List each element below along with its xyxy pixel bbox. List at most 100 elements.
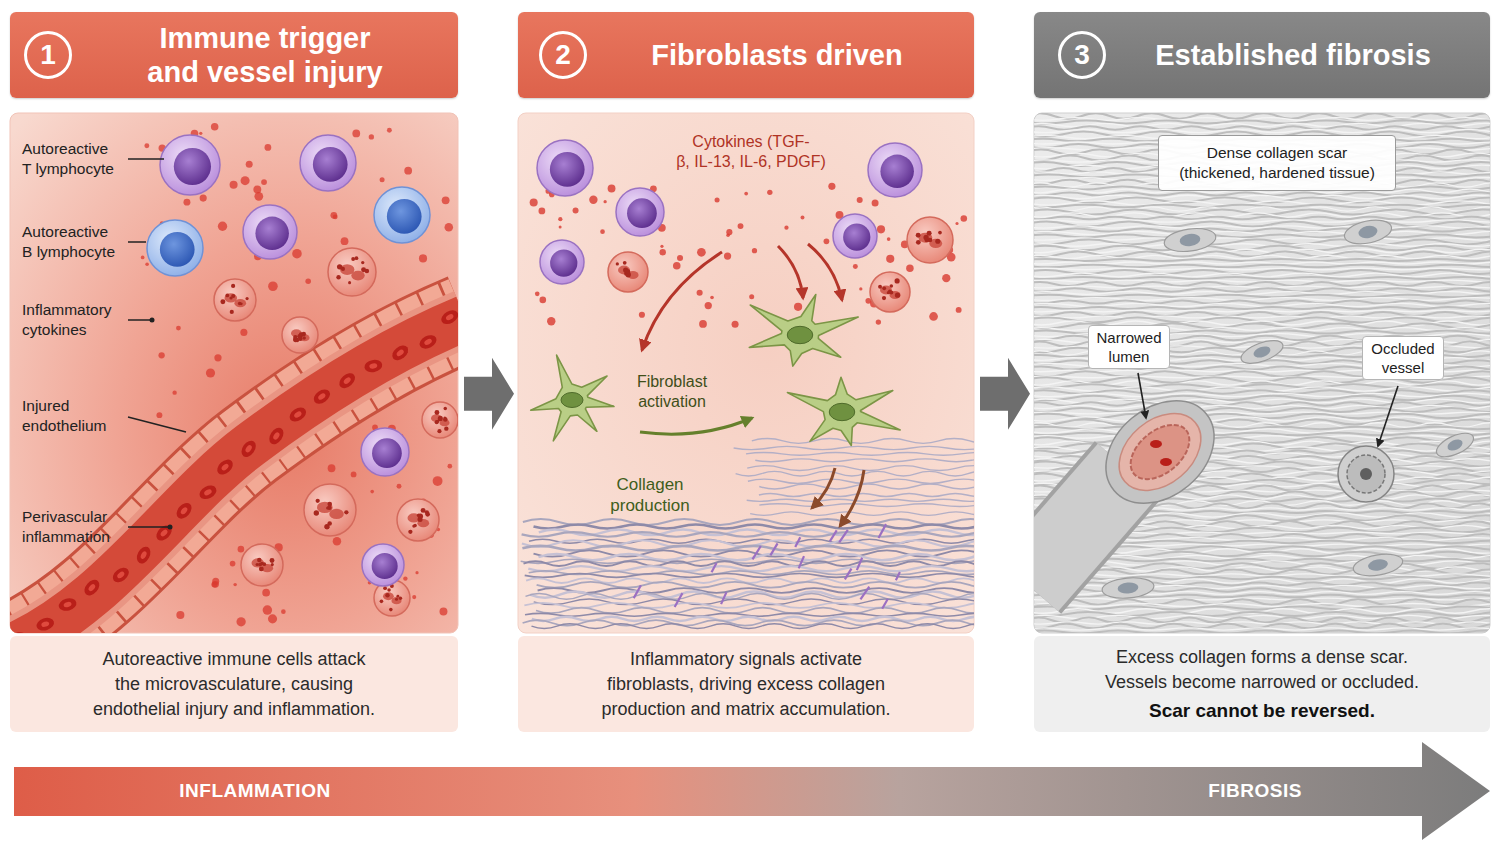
cytokine-dot [547,317,555,325]
fibrocyte [1433,428,1477,461]
cross-link [860,587,869,600]
signal-arrow [642,252,722,350]
secretion-arrow [812,468,835,508]
inflammation-scene [10,123,458,633]
granule [325,525,329,529]
scene-panel: Autoreactive T lymphocyteAutoreactive B … [10,113,458,633]
cytokine-dot [199,132,202,135]
cytokine-dot [214,354,221,361]
collagen-fibre [1034,265,1490,267]
cytokine-dot [540,297,547,304]
cross-link [830,530,837,541]
granule [916,240,921,245]
t-cell [160,135,220,195]
cytokine-dot [744,192,748,196]
cytokine-dot [558,217,562,221]
granule [895,293,900,298]
collagen-fibre [747,466,974,471]
t-cell [616,188,664,236]
collagen-fibre [1034,312,1490,316]
cell-nucleus [889,291,900,299]
granulocyte [397,499,439,541]
granule [336,275,340,279]
cytokine-dot [877,225,885,233]
cytokine-dot [705,302,712,309]
cytokine-dot [351,471,357,477]
collagen-fibre [1034,402,1490,405]
t-cell [300,135,356,191]
cytokine-dot [784,225,788,229]
band-label: FIBROSIS [1105,780,1405,802]
granule [425,512,430,517]
granule [412,524,415,527]
granule [387,588,391,592]
cell-nucleus [929,239,942,248]
granule [231,294,235,298]
label-text: Excess collagen forms a dense scar. Vess… [1082,645,1442,695]
granule [385,593,389,597]
cytokine-dot [857,197,863,203]
cytokine-dot [752,248,757,253]
cytokine-dot [538,208,545,215]
label-text: Inflammatory signals activate fibroblast… [556,647,936,722]
cytokine-dot [824,238,830,244]
cytokine-dot [236,617,245,626]
signal-arrow [778,246,803,298]
granule [259,566,264,571]
cytokine-dot [369,134,374,139]
granulocyte [282,317,318,353]
granulocyte [328,248,376,296]
label-text: Immune trigger and vessel injury [90,21,440,89]
granule [262,562,266,566]
granulocyte [214,279,256,321]
collagen-fibre [537,582,974,588]
leader-line [128,158,164,160]
collagen-fibre [536,608,974,613]
collagen-fibre [1034,244,1490,247]
cross-link [634,585,641,598]
fibrocyte [1342,216,1394,247]
cell-nucleus [880,155,913,188]
cytokine-dot [370,490,374,494]
collagen-fibre [1034,273,1490,277]
granule [361,261,364,264]
cytokine-dot [292,249,302,259]
cytokine-dot [141,256,145,260]
t-cell [540,240,584,284]
granule [396,595,399,598]
cytokine-dot [268,614,277,623]
red-blood-cell [1160,458,1172,466]
cytokine-dot [254,192,263,201]
cytokine-dot [715,197,720,202]
granule [355,256,359,260]
collagen-fibre [1034,316,1490,318]
granulocyte [608,252,648,292]
cell-nucleus [829,403,855,420]
cell-nucleus [787,326,813,343]
t-cell [362,544,404,586]
caption-box: Autoreactive immune cells attack the mic… [10,636,458,732]
cytokine-dot [942,274,950,282]
cell-nucleus [1367,558,1389,572]
step-number: 1 [24,31,72,79]
granule [293,335,297,339]
collagen-fibre [1034,195,1490,199]
cell-nucleus [372,438,402,468]
cytokine-dot [887,237,891,241]
collagen-fibre [1034,286,1490,288]
collagen-fibre [1034,408,1490,412]
cytokine-dot [929,312,938,321]
fibrosis-scene [1034,113,1490,633]
cell-nucleus [160,232,195,267]
cytokine-dot [330,212,337,219]
collagen-fibre [1034,396,1490,400]
cytokine-dot [445,223,454,232]
collagen-fibre [1034,414,1490,419]
granule [296,339,300,343]
cell-nucleus [1446,437,1465,453]
red-blood-cell [363,358,383,373]
fibrocyte [1101,576,1155,600]
red-blood-cell [1150,440,1162,448]
granule [435,420,439,424]
cytokine-dot [724,252,731,259]
